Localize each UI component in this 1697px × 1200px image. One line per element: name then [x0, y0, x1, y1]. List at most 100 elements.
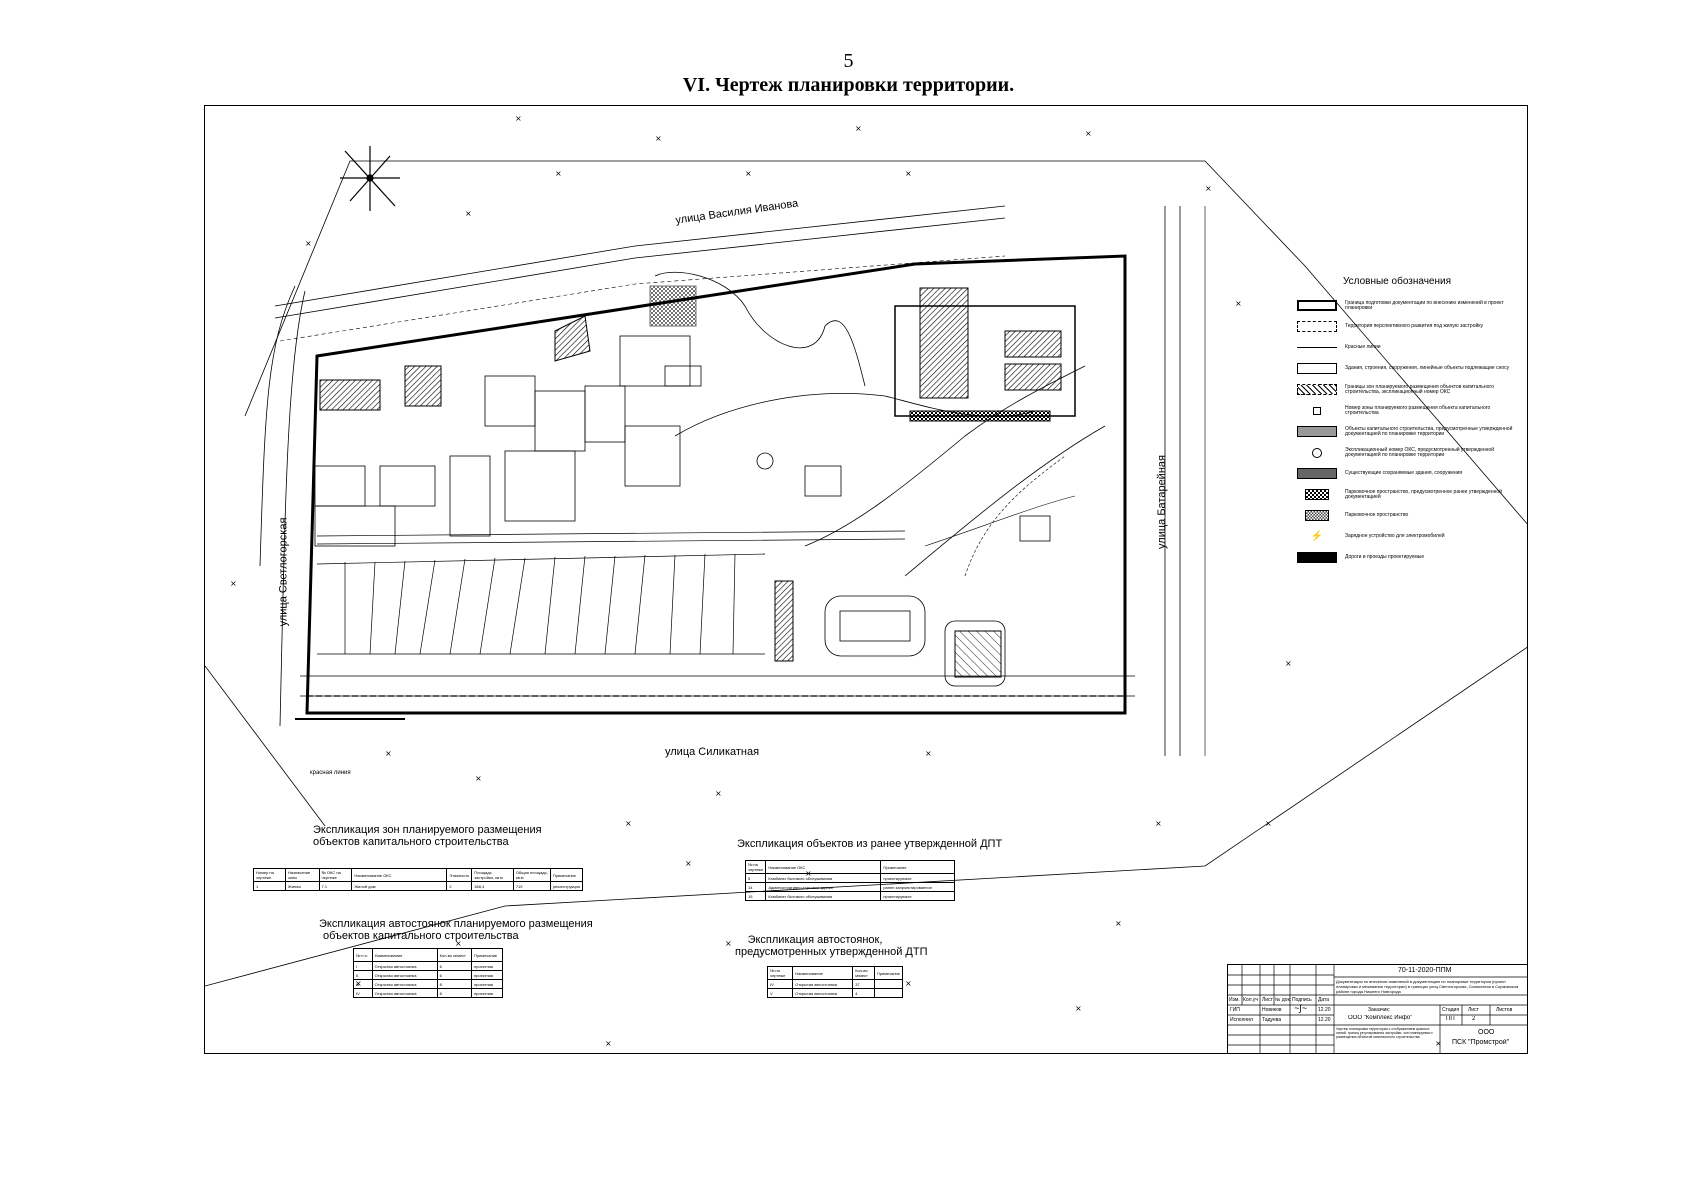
dpt-objects-explication-table: № на чертеже Наименование ОКС Примечание… [744, 860, 955, 901]
svg-text:×: × [1085, 129, 1092, 138]
parking-dpt-explication-table: № на чертеже Наименование Кол-во м/мест … [766, 966, 904, 998]
planning-boundary [305, 254, 1127, 715]
legend-item: Дороги и проезды проектируемые [1297, 547, 1527, 568]
signature-icon: ~∫~ [1294, 1003, 1307, 1013]
legend-item: Граница подготовки документации по внесе… [1297, 295, 1527, 316]
svg-text:×: × [855, 124, 862, 133]
svg-text:×: × [475, 774, 482, 783]
stamp-customer-label: Заказчик: [1368, 1007, 1390, 1013]
page-number: 5 [843, 50, 854, 72]
svg-text:×: × [685, 859, 692, 868]
street-label-batareynaya: улица Батарейная [1155, 455, 1168, 549]
svg-text:×: × [1265, 819, 1272, 828]
drawing-sheet: ××× ××× ××× ××× ××× ××× ××× ××× ××× ××× … [204, 105, 1528, 1054]
svg-text:×: × [745, 169, 752, 178]
table-row: 15 Комбинат бытового обслуживания проект… [744, 891, 955, 901]
svg-text:×: × [905, 979, 912, 988]
legend-item: Границы зон планируемого размещения объе… [1297, 379, 1527, 400]
street-label-svetlogorskaya: улица Светлогорская [277, 517, 290, 627]
legend-item: Объекты капитального строительства, пред… [1297, 421, 1527, 442]
legend-item: Территория перспективного развития под ж… [1297, 316, 1527, 337]
svg-text:×: × [1285, 659, 1292, 668]
svg-text:×: × [605, 1039, 612, 1048]
zones-explication-table: Номер на чертеже Назначение зоны № ОКС н… [253, 868, 584, 891]
stamp-code: 70-11-2020-ППМ [1398, 967, 1452, 974]
legend-item: ⚡Зарядное устройство для электромобилей [1297, 526, 1527, 547]
site-plan-map: ××× ××× ××× ××× ××× ××× ××× ××× ××× ××× [205, 114, 1527, 1048]
svg-text:×: × [625, 819, 632, 828]
street-label-silikatnaya: улица Силикатная [665, 746, 760, 758]
table-row: 5 Комбинат бытового обслуживания проекти… [744, 873, 955, 883]
stamp-gip-date: 12.20 [1318, 1007, 1331, 1013]
stamp-grid [1228, 965, 1527, 1053]
legend-title: Условные обозначения [1342, 276, 1452, 287]
title-block-stamp: 70-11-2020-ППМ Документация по внесению … [1227, 964, 1527, 1053]
legend-item: Парковочное пространство [1297, 505, 1527, 526]
svg-text:×: × [305, 239, 312, 248]
legend-item: Парковочное пространство, предусмотренно… [1297, 484, 1527, 505]
svg-text:×: × [1155, 819, 1162, 828]
stamp-sheet-value: 2 [1472, 1016, 1476, 1022]
svg-text:×: × [385, 749, 392, 758]
svg-text:×: × [1115, 919, 1122, 928]
table-row: 14 Административно-торговое здание ранее… [744, 882, 955, 892]
table-row: I Открытая автостоянка 6 проектная [353, 961, 503, 971]
table-row: V Открытая автостоянка 4 [766, 988, 904, 998]
stamp-exec-role: Исполнил [1230, 1017, 1253, 1023]
svg-text:×: × [230, 579, 237, 588]
zones-explication-title: Экспликация зон планируемого размещения … [313, 824, 542, 848]
svg-text:×: × [455, 939, 462, 948]
stamp-customer-name: ООО "Комплекс Инфо" [1348, 1015, 1413, 1021]
stamp-drawing-name: Чертеж планировки территории с отображен… [1336, 1027, 1433, 1039]
stamp-sheets-label: Листов [1496, 1007, 1513, 1013]
stamp-col-list: Лист [1262, 997, 1273, 1003]
legend-item: Здания, строения, сооружения, линейные о… [1297, 358, 1527, 379]
parking-planned-explication-table: № п.п. Наименование Кол-во м/мест Примеч… [353, 948, 503, 998]
svg-text:×: × [725, 939, 732, 948]
stamp-exec-name: Тадуева [1262, 1017, 1282, 1023]
map-legend: Условные обозначения Граница подготовки … [1297, 276, 1527, 568]
stamp-col-koluch: Кол.уч [1243, 997, 1258, 1003]
svg-text:×: × [925, 749, 932, 758]
stamp-col-ndoc: № док. [1275, 997, 1292, 1003]
legend-item: Красные линии [1297, 337, 1527, 358]
svg-text:×: × [1205, 184, 1212, 193]
svg-text:×: × [1075, 1004, 1082, 1013]
stamp-org-line2: ПСК "Промстрой" [1452, 1039, 1510, 1046]
stamp-col-data: Дата [1318, 997, 1330, 1003]
stamp-stage-label: Стадия [1442, 1007, 1460, 1013]
table-row: 1 Жилая 7.1 Жилой дом 2 368,4 719 реконс… [253, 881, 584, 891]
svg-text:×: × [715, 789, 722, 798]
table-row: III Открытая автостоянка 8 проектная [353, 979, 503, 989]
stamp-gip-role: ГИП [1230, 1007, 1240, 1013]
svg-text:×: × [465, 209, 472, 218]
svg-text:×: × [555, 169, 562, 178]
stamp-gip-name: Новиков [1262, 1007, 1282, 1013]
svg-text:×: × [905, 169, 912, 178]
stamp-col-izm: Изм. [1229, 997, 1240, 1003]
table-row: IV Открытая автостоянка 8 проектная [353, 988, 503, 998]
red-line-label: красная линия [310, 770, 351, 776]
north-arrow-icon [340, 146, 400, 211]
svg-text:×: × [1235, 299, 1242, 308]
svg-text:×: × [515, 114, 522, 123]
stamp-exec-date: 12.20 [1318, 1017, 1331, 1023]
page-title: VI. Чертеж планировки территории. [682, 74, 1015, 96]
stamp-org-line1: ООО [1478, 1029, 1495, 1036]
parking-dpt-explication-title: Экспликация автостоянок, предусмотренных… [735, 934, 928, 958]
stamp-sheet-label: Лист [1468, 1007, 1479, 1013]
parking-planned-explication-title: Экспликация автостоянок планируемого раз… [319, 918, 593, 942]
svg-text:×: × [655, 134, 662, 143]
table-row: II Открытая автостоянка 6 проектная [353, 970, 503, 980]
dpt-objects-explication-title: Экспликация объектов из ранее утвержденн… [737, 838, 1003, 850]
ev-charger-icon: ⚡ [1310, 531, 1324, 542]
stamp-col-podpis: Подпись [1292, 997, 1312, 1003]
legend-item: Существующие сохраняемые здания, сооруже… [1297, 463, 1527, 484]
svg-text:×: × [1435, 1039, 1442, 1048]
legend-item: Номер зоны планируемого размещения объек… [1297, 400, 1527, 421]
legend-item: Экспликационный номер ОКС, предусмотренн… [1297, 442, 1527, 463]
stamp-description: Документация по внесению изменений в док… [1336, 979, 1519, 994]
table-row: IV Открытая автостоянка 37 [766, 979, 904, 989]
stamp-stage-value: ПП [1446, 1016, 1455, 1022]
outer-survey-boundary [244, 160, 1527, 525]
